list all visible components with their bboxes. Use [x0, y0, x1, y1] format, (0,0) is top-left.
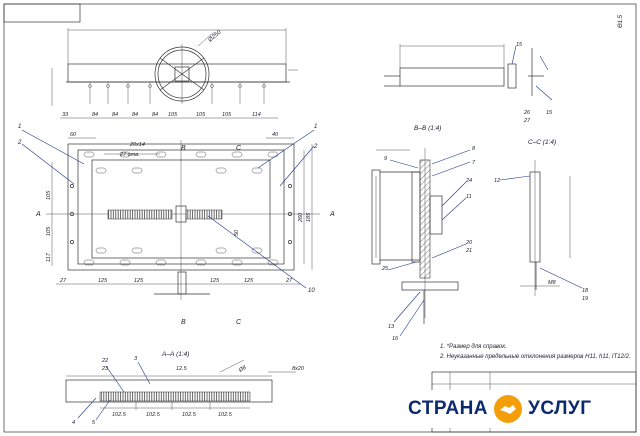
side-callout-27: 27	[523, 118, 531, 124]
plan-side-2: 105	[46, 226, 52, 236]
callout-1-right: 1	[314, 124, 317, 130]
section-a-right: А	[329, 211, 335, 218]
aa-title: А–А (1:4)	[161, 351, 189, 358]
top-dim-8: 105	[222, 112, 232, 118]
section-a-left: А	[35, 211, 41, 218]
aa-dim-5: 12.5	[176, 366, 188, 372]
cc-callout-12: 12	[494, 178, 500, 184]
sheet-border	[3, 3, 637, 433]
bb-callout-16: 16	[392, 336, 399, 342]
logo-left: СТРАНА	[408, 398, 489, 419]
plan-dim-40: 40	[272, 132, 279, 138]
side-callout-15b: 15	[546, 110, 553, 116]
section-c-bottom: С	[236, 319, 242, 326]
top-view: Ø250 33 84 84 84 84 105 105 105 114	[51, 28, 298, 119]
aa-dim-2: 102.5	[146, 412, 161, 418]
plan-bottom-4: 125	[210, 278, 220, 284]
aa-dim-3: 102.5	[182, 412, 197, 418]
wheel-dim: Ø250	[207, 29, 223, 44]
aa-dim-7: Ø8	[237, 364, 248, 374]
plan-dim-slot: 20х14	[129, 142, 145, 148]
plan-bottom-5: 125	[244, 278, 254, 284]
cc-callout-18: 18	[582, 288, 589, 294]
brand-logo: СТРАНА УСЛУГ	[408, 390, 634, 428]
top-dim-5: 84	[152, 112, 158, 118]
top-dim-7: 105	[196, 112, 206, 118]
plan-side-4: 260	[298, 212, 304, 223]
section-bb: В–В (1:4) 9 8 7 24 11 20	[371, 125, 476, 342]
section-cc: С–С (1:4) 12 M8 18 19	[494, 139, 589, 302]
top-dim-2: 84	[92, 112, 98, 118]
bb-callout-25: 25	[381, 266, 389, 272]
logo-right: УСЛУГ	[528, 398, 592, 419]
top-dim-6: 105	[168, 112, 178, 118]
plan-bottom-1: 27	[59, 278, 67, 284]
callout-10: 10	[308, 288, 315, 294]
aa-callout-4: 4	[72, 420, 75, 426]
cc-title: С–С (1:4)	[528, 139, 556, 146]
notes: 1. *Размер для справок. 2. Неуказанные п…	[439, 344, 631, 360]
plan-dim-holes: 27 отв.	[119, 152, 140, 158]
rack-left	[107, 209, 173, 220]
bb-callout-21: 21	[465, 248, 472, 254]
side-callout-26: 26	[523, 110, 531, 116]
top-dim-3: 84	[112, 112, 118, 118]
plan-bottom-6: 27	[285, 278, 293, 284]
section-b-bottom: В	[181, 319, 186, 326]
plan-view: 60 20х14 27 отв. 40 105 105 117 260 185 …	[17, 124, 335, 326]
section-b-top: В	[181, 145, 186, 152]
aa-callout-5: 5	[92, 420, 96, 426]
side-callout-15: 15	[516, 42, 523, 48]
plan-side-5: 185	[306, 212, 312, 222]
section-aa: А–А (1:4) 22 23 3 4 5 102.5 102.5 102.5 …	[65, 351, 305, 426]
handshake-icon	[494, 395, 523, 423]
plan-side-3: 117	[46, 252, 52, 262]
plan-side-6: 50	[234, 229, 240, 236]
aa-dim-1: 102.5	[112, 412, 127, 418]
corner-stamp-box	[3, 3, 81, 23]
corner-stamp: Ө1.5	[618, 14, 624, 28]
callout-1-left: 1	[18, 124, 21, 130]
bb-callout-24: 24	[465, 178, 472, 184]
cc-callout-19: 19	[582, 296, 588, 302]
callout-2-left: 2	[17, 140, 22, 146]
aa-dim-6: 8х20	[292, 366, 305, 372]
bb-callout-8: 8	[472, 146, 476, 152]
top-dim-4: 84	[132, 112, 138, 118]
plan-side-1: 105	[46, 190, 52, 200]
section-c-top: С	[236, 145, 242, 152]
top-dim-1: 33	[62, 112, 69, 118]
rack-right	[185, 209, 223, 220]
aa-callout-3: 3	[134, 356, 138, 362]
plan-dim-60: 60	[70, 132, 77, 138]
callout-2-right: 2	[313, 144, 318, 150]
note-2: 2. Неуказанные предельные отклонения раз…	[439, 354, 631, 360]
bb-callout-9: 9	[384, 156, 387, 162]
bb-callout-7: 7	[472, 160, 476, 166]
top-dim-9: 114	[252, 112, 261, 118]
aa-dim-4: 102.5	[218, 412, 233, 418]
note-1: 1. *Размер для справок.	[440, 344, 507, 350]
bb-callout-13: 13	[388, 324, 395, 330]
bb-title: В–В (1:4)	[414, 125, 441, 132]
plan-bottom-2: 125	[98, 278, 108, 284]
side-view: 15 26 27 15	[384, 42, 553, 124]
cc-callout-m8: M8	[548, 280, 557, 286]
bb-callout-11: 11	[466, 194, 472, 200]
aa-callout-22: 22	[101, 358, 108, 364]
bb-callout-20: 20	[465, 240, 473, 246]
plan-bottom-3: 125	[134, 278, 144, 284]
aa-callout-23: 23	[101, 366, 109, 372]
